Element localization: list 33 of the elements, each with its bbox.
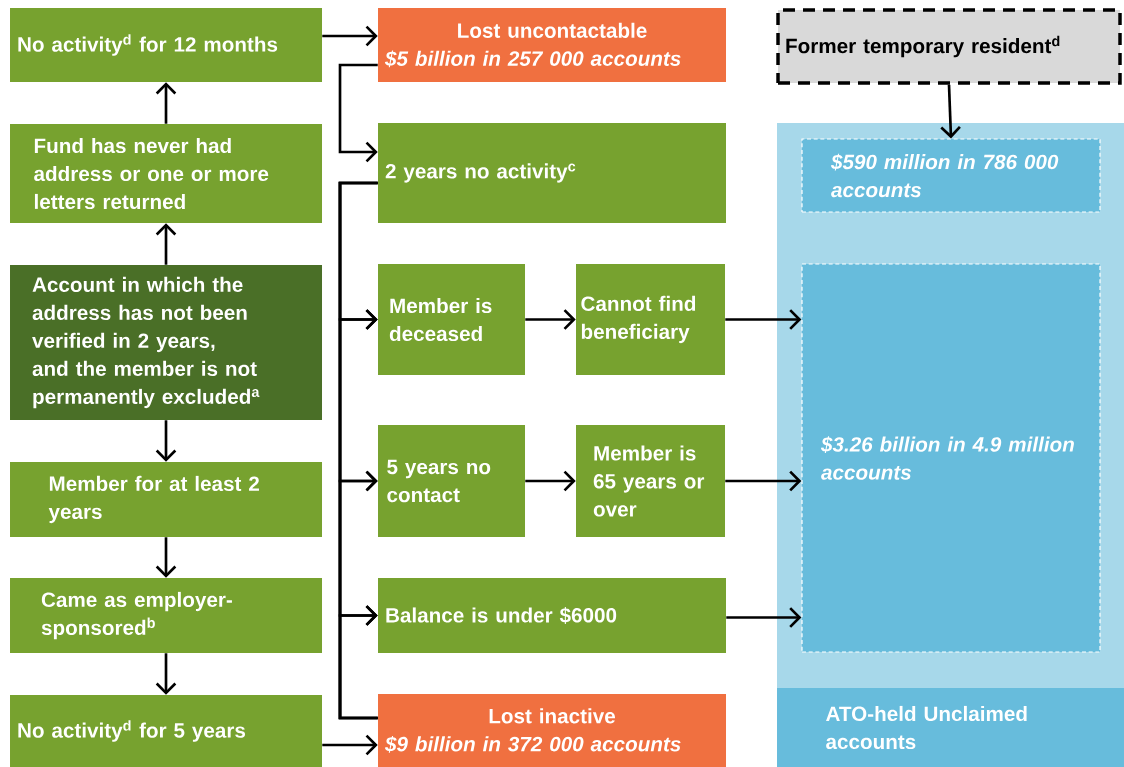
- arrow: [155, 82, 177, 124]
- arrow: [338, 605, 378, 720]
- arrow: [940, 84, 961, 139]
- dashed-box: Former temporary resident$^{d}$: [776, 8, 1122, 85]
- amount-box: $3.26 billion in 4.9 million accounts: [801, 263, 1101, 653]
- arrow: [525, 470, 576, 492]
- arrow: [155, 223, 177, 265]
- arrow: [155, 653, 177, 695]
- process-box: Fund has never had address or one or more letters returned: [10, 124, 322, 223]
- outcome-box: Lost inactive $9 billion in 372 000 accounts: [378, 694, 726, 767]
- process-box: Member is 65 years or over: [576, 425, 725, 537]
- arrow: [155, 537, 177, 578]
- arrow: [725, 470, 802, 492]
- process-box: Balance is under $6000: [378, 578, 726, 653]
- process-box: 5 years no contact: [378, 425, 525, 537]
- process-box: No activity$^{d}$ for 12 months: [10, 8, 322, 82]
- process-box: Came as employer-sponsored$^{b}$: [10, 578, 322, 653]
- arrow: [525, 309, 576, 330]
- arrow: [322, 25, 378, 47]
- node-label: ATO-held Unclaimed accounts: [826, 705, 1027, 750]
- process-box: Cannot find beneficiary: [576, 264, 725, 375]
- amount-box: $590 million in 786 000 accounts: [801, 138, 1101, 213]
- process-box: 2 years no activity$^{c}$: [378, 123, 726, 223]
- process-box: Member is deceased: [378, 264, 525, 375]
- arrow: [725, 309, 802, 330]
- process-box: Member for at least 2 years: [10, 462, 322, 537]
- process-box: No activity$^{d}$ for 5 years: [10, 695, 322, 767]
- outcome-box: Lost uncontactable $5 billion in 257 000 accounts: [378, 8, 726, 82]
- arrow: [338, 63, 378, 163]
- arrow: [726, 607, 802, 628]
- arrow: [155, 420, 177, 462]
- start-box: Account in which the address has not been verified in 2 years, and the member is not permanently excluded$^{a}$: [10, 265, 322, 420]
- arrow: [322, 734, 378, 756]
